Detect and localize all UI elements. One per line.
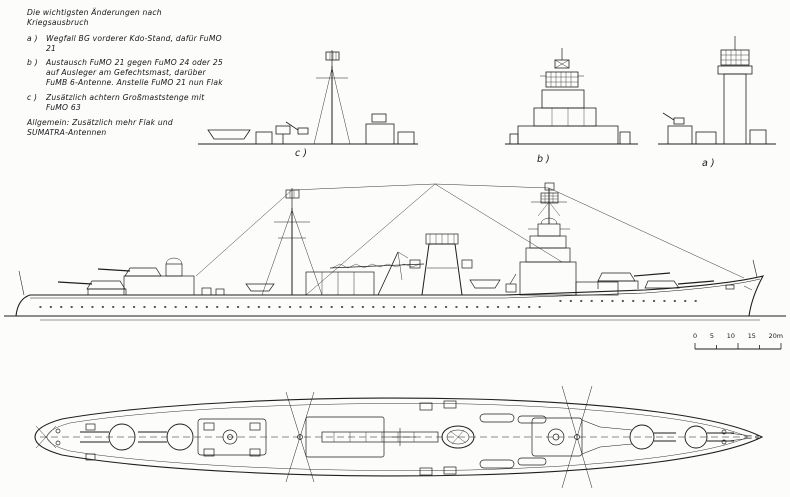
aft-superstructure-side xyxy=(18,257,275,296)
note-text: Wegfall BG vorderer Kdo-Stand, dafür FuM… xyxy=(46,33,222,53)
detail-label-c: c ) xyxy=(295,148,307,159)
scale-rule xyxy=(694,343,782,350)
scale-tick-label: 15 xyxy=(747,332,756,340)
modification-notes: Die wichtigsten Änderungen nach Kriegsau… xyxy=(27,8,227,137)
midship-plan xyxy=(305,400,547,476)
detail-label-b: b ) xyxy=(537,154,550,165)
stern-plan xyxy=(35,423,96,461)
scale-tick-label: 10 xyxy=(726,332,735,340)
notes-title: Die wichtigsten Änderungen nach Kriegsau… xyxy=(27,8,162,27)
note-item-c: c ) Zusätzlich achtern Großmaststenge mi… xyxy=(27,93,227,113)
note-key: a ) xyxy=(27,33,38,43)
detail-view-a xyxy=(658,36,776,145)
note-key: c ) xyxy=(27,93,38,103)
note-text: Austausch FuMO 21 gegen FuMO 24 oder 25 … xyxy=(46,58,223,88)
note-item-a: a ) Wegfall BG vorderer Kdo-Stand, dafür… xyxy=(27,34,227,54)
detail-drawings xyxy=(198,36,776,145)
scale-tick-label: 0 xyxy=(693,332,698,340)
midship-side xyxy=(305,233,517,296)
plan-view xyxy=(34,385,764,489)
bridge-tower-plan xyxy=(531,385,633,489)
note-key: b ) xyxy=(27,58,38,68)
detail-label-a: a ) xyxy=(702,158,715,169)
scale-bar: 0 5 10 15 20m xyxy=(693,332,783,351)
hull-side xyxy=(4,275,786,321)
scale-tick-label: 20m xyxy=(768,332,783,340)
mainmast-plan xyxy=(285,391,315,483)
detail-view-b xyxy=(505,48,638,145)
note-general: Allgemein: Zusätzlich mehr Flak und SUMA… xyxy=(27,117,173,137)
scale-tick-label: 5 xyxy=(709,332,714,340)
side-profile-view xyxy=(4,182,786,321)
forward-turrets-plan xyxy=(629,424,759,450)
aft-turrets-plan xyxy=(80,418,267,457)
note-item-b: b ) Austausch FuMO 21 gegen FuMO 24 oder… xyxy=(27,58,227,88)
note-text: Zusätzlich achtern Großmaststenge mit Fu… xyxy=(46,93,205,112)
forward-turrets-side xyxy=(575,259,758,296)
detail-view-c xyxy=(198,50,418,145)
mainmast-side xyxy=(261,188,323,296)
rigging-lines xyxy=(195,183,745,296)
scale-numbers: 0 5 10 15 20m xyxy=(693,332,783,340)
bridge-tower-side xyxy=(519,182,577,296)
